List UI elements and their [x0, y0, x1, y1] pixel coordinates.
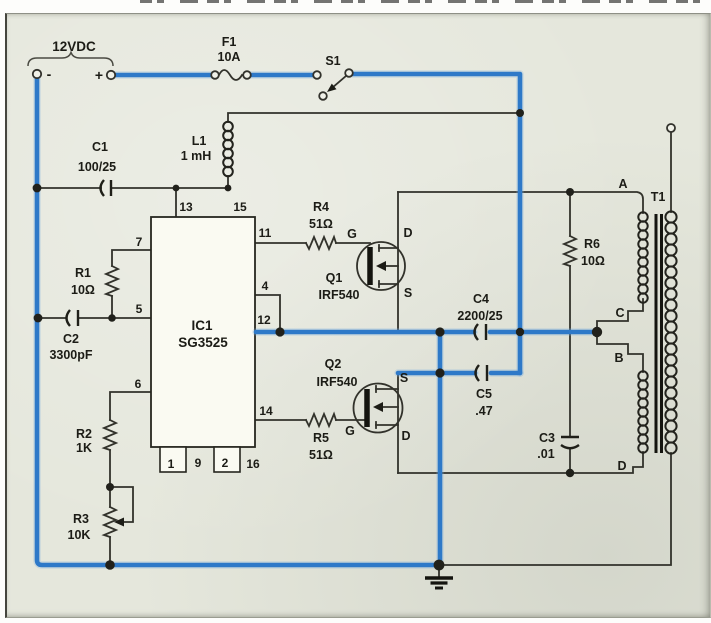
label-f1-value: 10A — [218, 50, 241, 64]
ground-symbol — [425, 564, 453, 590]
label-pin15: 15 — [233, 200, 247, 214]
label-pin16: 16 — [246, 457, 260, 471]
label-q2-g: G — [345, 424, 355, 438]
label-r3-ref: R3 — [73, 512, 89, 526]
label-pin9: 9 — [195, 456, 202, 470]
switch-s1 — [312, 68, 354, 101]
label-c1-ref: C1 — [92, 140, 108, 154]
capacitor-c3 — [560, 435, 580, 450]
label-q2-s: S — [400, 371, 408, 385]
resistor-r6 — [561, 234, 579, 268]
label-pin7: 7 — [136, 235, 143, 249]
label-t1-d: D — [617, 459, 626, 473]
mosfet-q1 — [356, 241, 406, 291]
label-c1-value: 100/25 — [78, 160, 116, 174]
label-l1-value: 1 mH — [181, 149, 212, 163]
label-q1-s: S — [404, 286, 412, 300]
label-l1-ref: L1 — [192, 134, 207, 148]
mosfet-q2 — [352, 382, 404, 434]
label-r2-ref: R2 — [76, 427, 92, 441]
label-r6-ref: R6 — [584, 237, 600, 251]
label-c2-value: 3300pF — [49, 348, 92, 362]
label-c2-ref: C2 — [63, 332, 79, 346]
potentiometer-r3 — [101, 505, 124, 539]
label-t1-c: C — [615, 306, 624, 320]
t1-primary-bottom-coil — [637, 370, 649, 454]
t1-primary-top-coil — [637, 211, 649, 304]
label-pin13: 13 — [179, 200, 193, 214]
label-r4-value: 51Ω — [309, 217, 333, 231]
wires — [36, 112, 672, 566]
label-q1-part: IRF540 — [319, 288, 360, 302]
label-c3-ref: C3 — [539, 431, 555, 445]
label-q2-d: D — [401, 429, 410, 443]
label-pin2: 2 — [222, 456, 229, 470]
label-ic1-ref: IC1 — [191, 318, 213, 333]
label-r2-value: 1K — [76, 441, 92, 455]
label-r5-value: 51Ω — [309, 448, 333, 462]
label-r5-ref: R5 — [313, 431, 329, 445]
label-q1-d: D — [403, 226, 412, 240]
inductor-l1 — [222, 120, 234, 178]
label-r4-ref: R4 — [313, 200, 329, 214]
label-r6-value: 10Ω — [581, 254, 605, 268]
label-c5-ref: C5 — [476, 387, 492, 401]
transformer-t1 — [637, 123, 678, 455]
resistor-r2 — [101, 418, 119, 452]
junction-dots — [32, 109, 603, 571]
cropped-caption-strip — [0, 0, 711, 13]
battery-12vdc — [27, 50, 117, 81]
label-f1-ref: F1 — [222, 35, 237, 49]
label-q1-ref: Q1 — [326, 271, 343, 285]
label-pin12: 12 — [257, 313, 271, 327]
capacitor-c4 — [473, 323, 488, 341]
label-ic1-part: SG3525 — [178, 335, 228, 350]
labels: 12VDC - + F1 10A S1 L1 1 mH C1 100/25 13… — [47, 35, 666, 542]
label-c3-value: .01 — [537, 447, 554, 461]
capacitor-c2 — [65, 309, 80, 327]
schematic-panel — [5, 13, 711, 618]
capacitor-c5 — [474, 364, 489, 382]
label-pin4: 4 — [262, 279, 269, 293]
label-q2-ref: Q2 — [325, 357, 342, 371]
label-pin5: 5 — [136, 302, 143, 316]
label-s1-ref: S1 — [325, 54, 340, 68]
label-pin6: 6 — [135, 377, 142, 391]
t1-secondary-coil — [664, 210, 678, 455]
label-r1-value: 10Ω — [71, 283, 95, 297]
cropped-text-fragments — [140, 0, 705, 3]
highlighted-wires — [33, 70, 601, 569]
label-r1-ref: R1 — [75, 266, 91, 280]
label-pin1: 1 — [168, 457, 175, 471]
label-pin11: 11 — [259, 226, 272, 240]
label-pin14: 14 — [259, 404, 273, 418]
resistor-r4 — [304, 234, 338, 252]
label-battery-minus: - — [47, 66, 52, 82]
resistor-r5 — [304, 411, 338, 429]
label-c4-value: 2200/25 — [457, 309, 502, 323]
label-c5-value: .47 — [475, 404, 492, 418]
label-battery: 12VDC — [52, 39, 96, 54]
label-r3-value: 10K — [68, 528, 91, 542]
fuse-f1 — [210, 69, 252, 81]
output-terminal — [666, 123, 676, 133]
label-t1-a: A — [618, 177, 627, 191]
label-battery-plus: + — [95, 67, 103, 83]
label-t1-b: B — [614, 351, 623, 365]
label-c4-ref: C4 — [473, 292, 489, 306]
label-q1-g: G — [347, 227, 357, 241]
resistor-r1 — [103, 264, 121, 298]
label-t1-ref: T1 — [651, 190, 666, 204]
capacitor-c1 — [99, 179, 113, 197]
label-q2-part: IRF540 — [317, 375, 358, 389]
